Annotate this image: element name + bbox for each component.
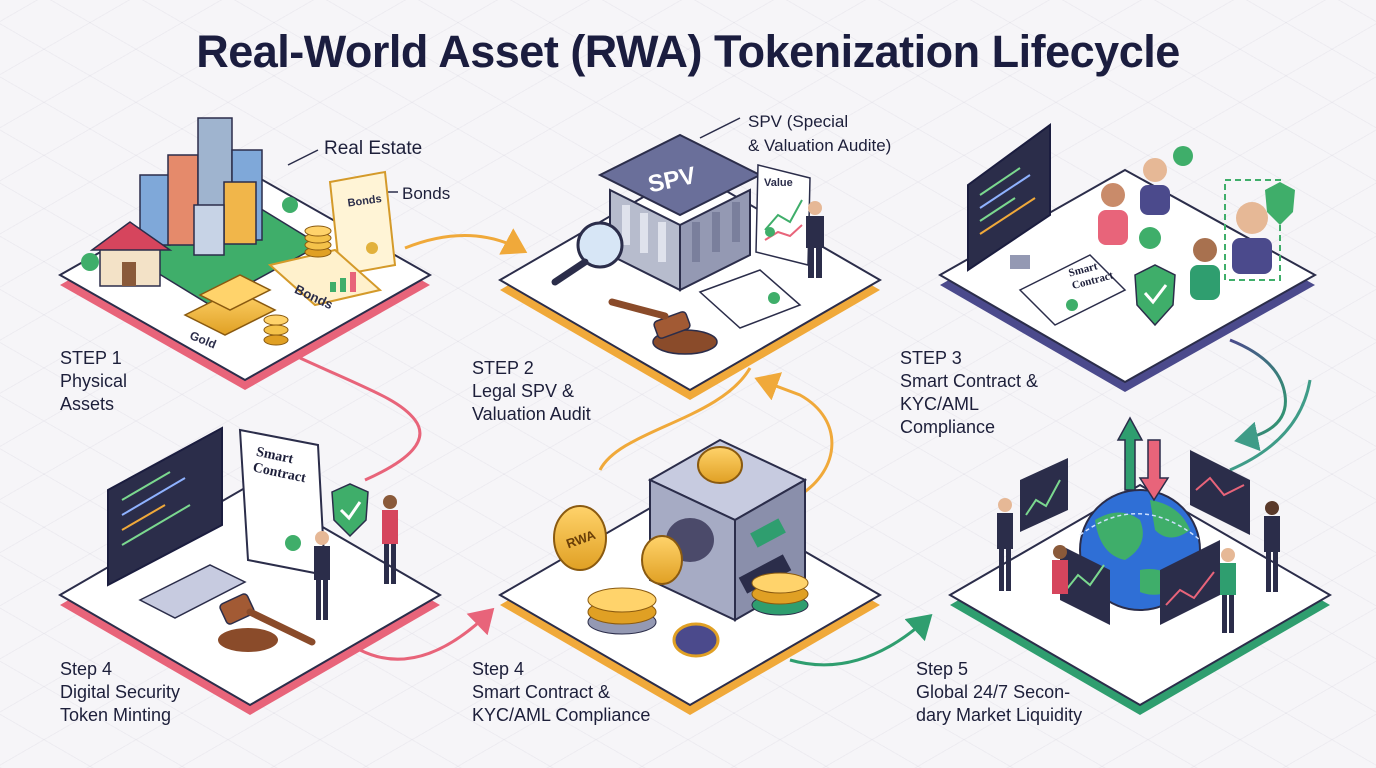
rwa-coins-illustration: RWA — [553, 446, 809, 658]
arrow-step5-step2 — [754, 372, 834, 497]
code-monitor-illustration — [967, 123, 1051, 272]
step1-label: STEP 1 Physical Assets — [60, 348, 128, 414]
gavel-icon — [608, 298, 718, 355]
valuation-chart-illustration: Value — [755, 164, 811, 266]
gold-coins-illustration — [263, 225, 332, 346]
arrow-step2-step5 — [598, 367, 752, 471]
shield-check-icon — [1134, 146, 1295, 327]
token-minting-monitor — [107, 426, 247, 619]
callout-spv: SPV (Special & Valuation Audite) — [748, 112, 892, 155]
arrow-step3-step6 — [1229, 338, 1287, 452]
arrow-step1-step4 — [299, 356, 422, 482]
callout-bonds: Bonds — [402, 184, 451, 203]
market-arrows-icon — [1116, 416, 1170, 502]
callout-real-estate: Real Estate — [324, 138, 423, 159]
people-step4 — [314, 495, 398, 620]
step5-label: Step 4 Smart Contract & KYC/AML Complian… — [472, 659, 651, 725]
real-estate-illustration — [81, 117, 322, 306]
spv-building-illustration: SPV — [597, 133, 763, 292]
auditor-person — [806, 201, 824, 278]
trading-screens-illustration — [1020, 450, 1250, 625]
magnifier-icon — [551, 221, 624, 286]
contract-document-step3 — [1018, 254, 1127, 326]
shield-check-icon-step4 — [331, 483, 369, 538]
callout-line-spv — [699, 117, 741, 139]
gavel-icon-step4 — [218, 593, 316, 652]
gold-bars-illustration: Gold — [183, 274, 277, 352]
bonds-certificate-illustration: Bonds Bonds — [267, 170, 397, 312]
step6-label: Step 5 Global 24/7 Secon- dary Market Li… — [916, 659, 1083, 725]
step3-label: STEP 3 Smart Contract & KYC/AML Complian… — [900, 348, 1039, 437]
arrow-step3-step6b — [1229, 379, 1312, 472]
step4-label: Step 4 Digital Security Token Minting — [60, 659, 181, 725]
page-title: Real-World Asset (RWA) Tokenization Life… — [196, 26, 1180, 77]
traders-people — [997, 498, 1280, 633]
arrow-step4-step5 — [359, 607, 495, 661]
kyc-people-illustration — [1098, 158, 1281, 300]
value-chart-text: Value — [764, 177, 793, 189]
bonds-doc-text: Bonds — [347, 193, 383, 210]
legal-documents — [698, 269, 802, 329]
callout-line-real-estate — [287, 149, 319, 166]
step2-label: STEP 2 Legal SPV & Valuation Audit — [472, 358, 591, 424]
arrow-step1-step2 — [404, 228, 528, 255]
arrow-step5-step6 — [789, 613, 933, 667]
